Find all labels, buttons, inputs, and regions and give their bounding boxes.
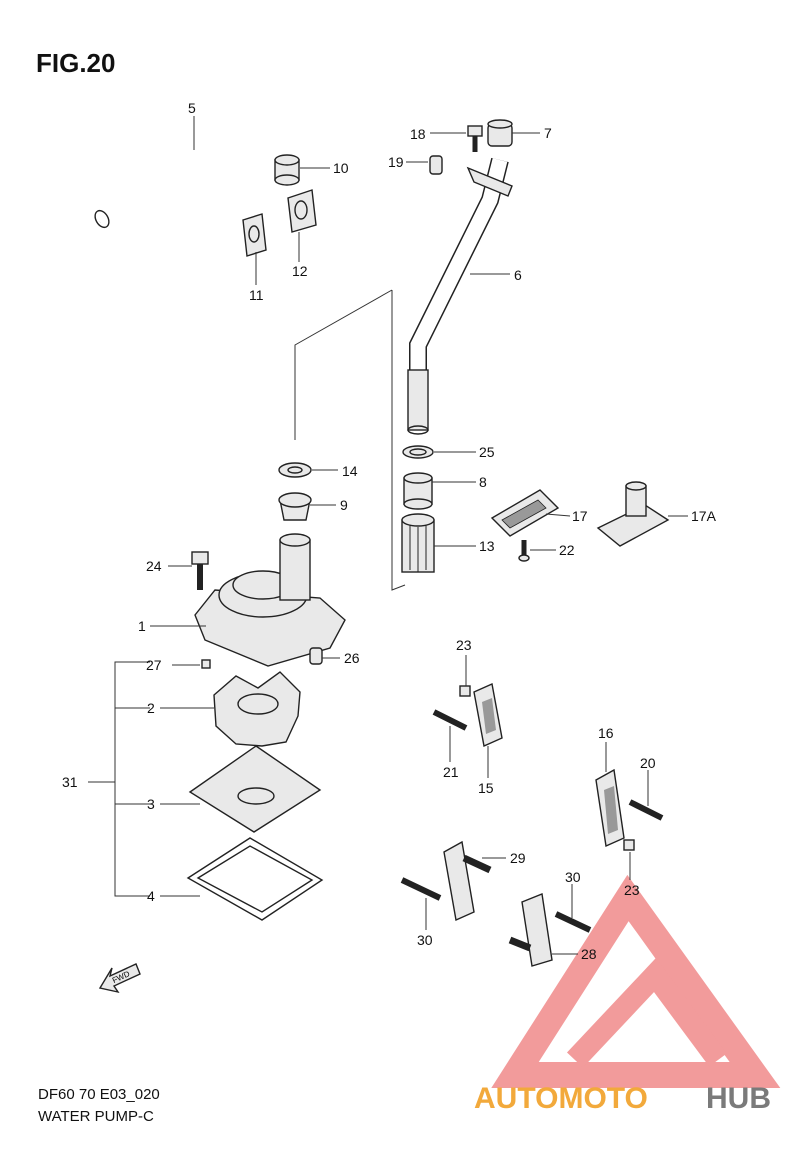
bracket-line-left [294, 289, 393, 440]
pin-part-19 [429, 155, 443, 175]
pad-part-15 [473, 682, 503, 748]
bolt-part-21 [432, 709, 468, 731]
watermark-text-a: AUTOMOTO [474, 1082, 648, 1115]
nut-part-23-upper [459, 685, 471, 697]
cap-part-7 [487, 119, 513, 147]
seal-part-25 [402, 445, 434, 459]
label-19: 19 [388, 154, 404, 170]
gasket-part-4 [186, 837, 324, 921]
label-31: 31 [62, 774, 78, 790]
hose-part-5 [94, 111, 303, 229]
label-4: 4 [147, 888, 155, 904]
label-17a: 17A [691, 508, 717, 524]
label-29: 29 [510, 850, 526, 866]
label-30-right: 30 [565, 869, 581, 885]
water-tube-part-6 [407, 157, 513, 435]
label-15: 15 [478, 780, 494, 796]
label-13: 13 [479, 538, 495, 554]
seal-part-13 [401, 513, 435, 573]
pad-part-16 [595, 768, 625, 848]
label-20: 20 [640, 755, 656, 771]
bolt-part-20 [628, 799, 664, 821]
plate-part-3 [188, 745, 322, 833]
bolt-part-30-left [400, 877, 442, 901]
pump-housing-part-1 [194, 533, 346, 667]
watermark-text-b: HUB [706, 1082, 771, 1115]
footer-section-name: WATER PUMP-C [38, 1108, 154, 1125]
seal-part-8 [403, 472, 433, 510]
washer-part-14 [278, 462, 312, 478]
label-5: 5 [188, 100, 196, 116]
nut-part-23-lower [623, 839, 635, 851]
key-part-27 [201, 659, 211, 669]
leader-lines [150, 116, 688, 955]
grommet-part-9 [278, 492, 312, 521]
label-16: 16 [598, 725, 614, 741]
bracket-line-right [391, 290, 406, 591]
plate-part-17a [596, 481, 670, 547]
label-22: 22 [559, 542, 575, 558]
bolt-part-30-right [554, 911, 592, 933]
pin-part-26 [309, 647, 323, 665]
bracket-part-29 [443, 840, 492, 922]
label-23-upper: 23 [456, 637, 472, 653]
label-24: 24 [146, 558, 162, 574]
label-23-lower: 23 [624, 882, 640, 898]
label-28: 28 [581, 946, 597, 962]
footer-model-code: DF60 70 E03_020 [38, 1086, 160, 1103]
label-18: 18 [410, 126, 426, 142]
plate-part-17 [490, 489, 560, 537]
impeller-part-2 [213, 671, 301, 747]
label-2: 2 [147, 700, 155, 716]
label-25: 25 [479, 444, 495, 460]
label-26: 26 [344, 650, 360, 666]
fwd-arrow-icon: FWD [98, 963, 141, 994]
watermark-logo [491, 874, 781, 1088]
label-8: 8 [479, 474, 487, 490]
label-7: 7 [544, 125, 552, 141]
bolt-part-24 [191, 551, 209, 590]
watermark-text: AUTOMOTO HUB [474, 1082, 771, 1115]
label-12: 12 [292, 263, 308, 279]
label-21: 21 [443, 764, 459, 780]
label-11: 11 [249, 287, 264, 303]
bracket-part-28 [508, 893, 553, 967]
label-9: 9 [340, 497, 348, 513]
bracket-part-31 [88, 661, 150, 897]
label-10: 10 [333, 160, 349, 176]
clamp-part-11 [242, 213, 267, 257]
bolt-part-22 [518, 540, 530, 562]
label-17: 17 [572, 508, 588, 524]
label-27: 27 [146, 657, 162, 673]
clamp-part-12 [287, 189, 317, 233]
bolt-part-18 [467, 125, 483, 152]
figure-title: FIG.20 [36, 48, 116, 78]
grommet-part-10 [274, 154, 300, 186]
label-30-left: 30 [417, 932, 433, 948]
label-3: 3 [147, 796, 155, 812]
part-labels: 5 10 11 12 18 7 19 6 14 9 25 8 13 17 22 … [62, 100, 717, 962]
label-6: 6 [514, 267, 522, 283]
label-1: 1 [138, 618, 146, 634]
label-14: 14 [342, 463, 358, 479]
